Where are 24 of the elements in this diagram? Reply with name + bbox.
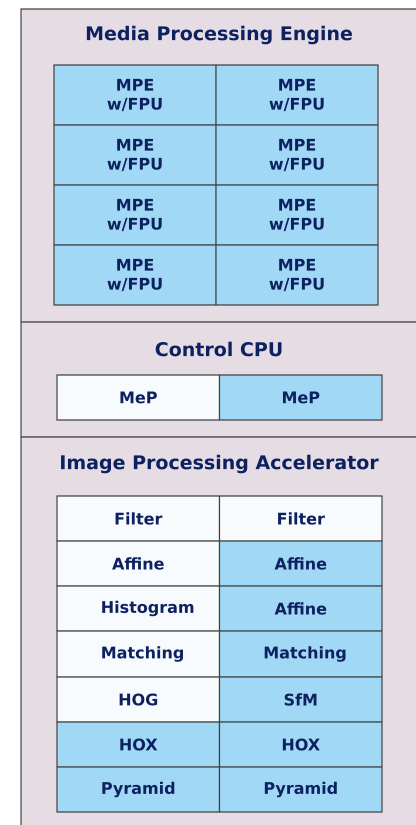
cell: MeP — [56, 374, 220, 421]
cell: HOG — [56, 676, 220, 723]
cell: MPE w/FPU — [53, 64, 217, 126]
cell: Histogram — [56, 585, 220, 632]
cell: MPE w/FPU — [53, 244, 217, 306]
cell: MPE w/FPU — [215, 184, 379, 246]
cell: MPE w/FPU — [215, 244, 379, 306]
cell: Matching — [218, 630, 383, 678]
cell: MeP — [218, 374, 383, 421]
cell: SfM — [218, 676, 383, 723]
cell: Pyramid — [56, 766, 220, 813]
cell: Affine — [218, 540, 383, 587]
cell: Pyramid — [218, 766, 383, 813]
cell: HOX — [56, 721, 220, 768]
cell: Filter — [218, 495, 383, 542]
cell: Matching — [56, 630, 220, 678]
cell: Affine — [56, 540, 220, 587]
cell: MPE w/FPU — [53, 124, 217, 186]
cell: Affine — [218, 585, 383, 632]
cell: MPE w/FPU — [215, 124, 379, 186]
cell: MPE w/FPU — [215, 64, 379, 126]
cell: MPE w/FPU — [53, 184, 217, 246]
cell: Filter — [56, 495, 220, 542]
cell: HOX — [218, 721, 383, 768]
